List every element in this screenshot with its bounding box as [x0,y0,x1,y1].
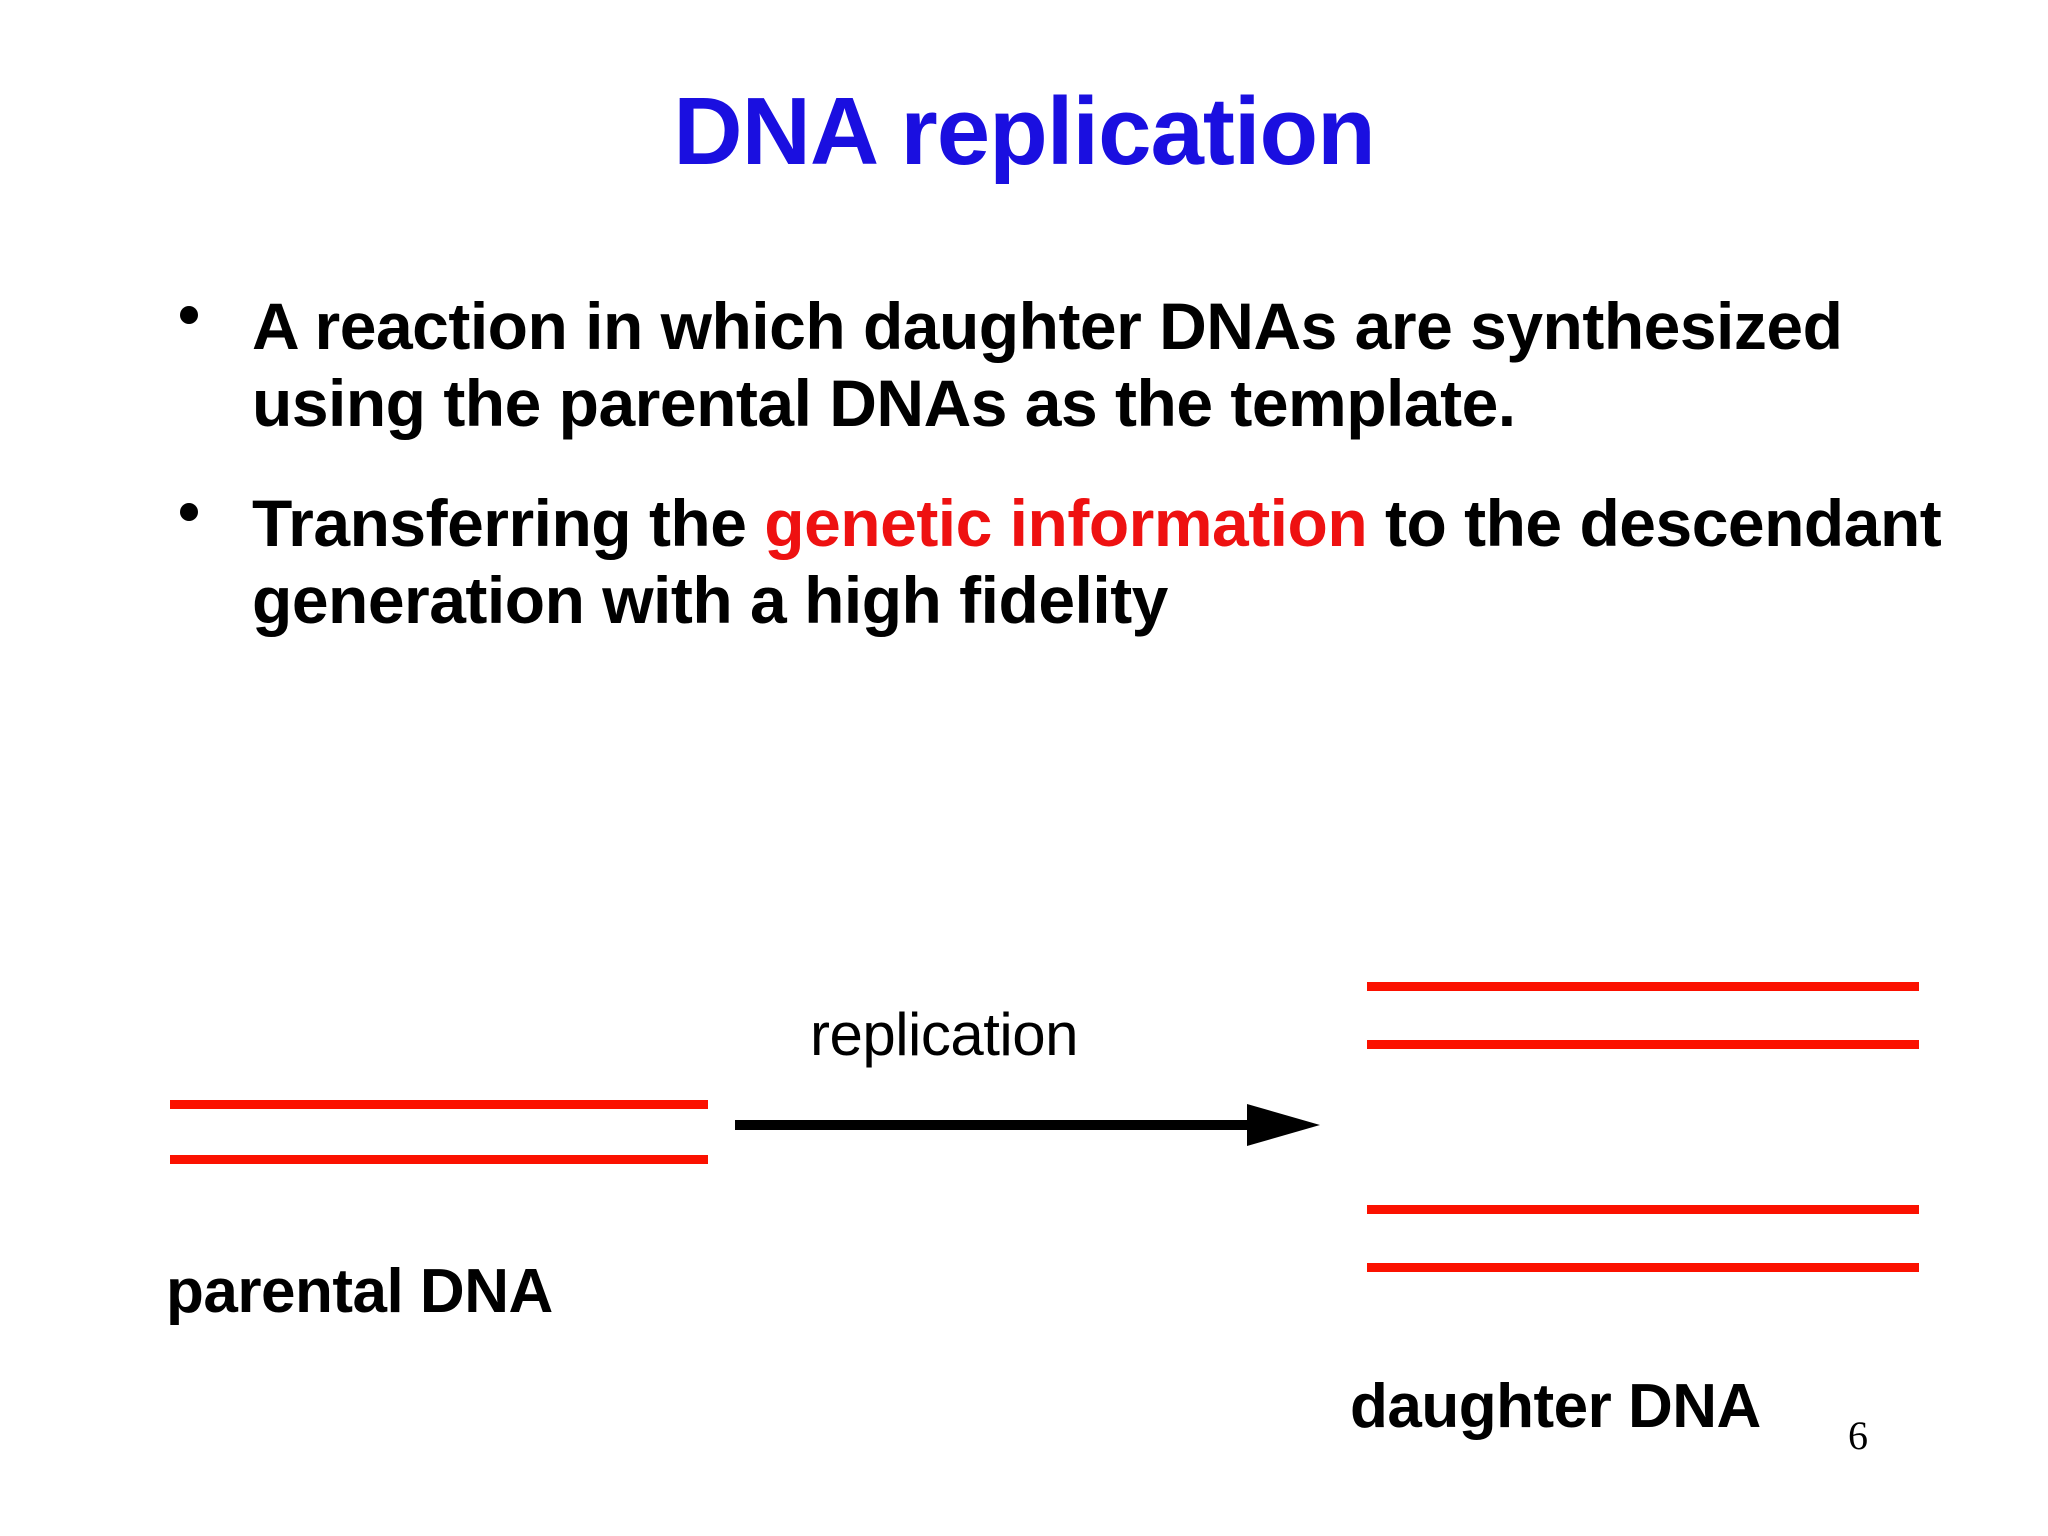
daughter-dna-2-strand-top [1367,1205,1919,1214]
bullet-text-2: Transferring the genetic information to … [252,486,1942,637]
bullet-dot-icon [180,503,198,522]
daughter-dna-label: daughter DNA [1350,1372,1761,1441]
replication-arrow-icon [735,1104,1320,1146]
bullet-text-1: A reaction in which daughter DNAs are sy… [252,289,1843,440]
page-title: DNA replication [673,78,1376,185]
bullet-list: A reaction in which daughter DNAs are sy… [168,288,1968,682]
replication-arrow-label: replication [810,1001,1079,1068]
daughter-dna-1-strand-top [1367,982,1919,991]
bullet-text-2-prefix: Transferring the [252,486,765,561]
page-number: 6 [1848,1413,1868,1458]
daughter-dna-1-strand-bottom [1367,1040,1919,1049]
parental-dna-strand-bottom [170,1155,708,1164]
bullet-text-2-suffix: to the descendant generation with a high… [252,486,1942,637]
daughter-dna-2-strand-bottom [1367,1263,1919,1272]
parental-dna-strand-top [170,1100,708,1109]
list-item: Transferring the genetic information to … [168,485,1968,638]
bullet-text-2-highlight: genetic information [764,486,1368,561]
parental-dna-label: parental DNA [166,1257,553,1326]
bullet-dot-icon [180,306,198,324]
list-item: A reaction in which daughter DNAs are sy… [168,288,1968,441]
